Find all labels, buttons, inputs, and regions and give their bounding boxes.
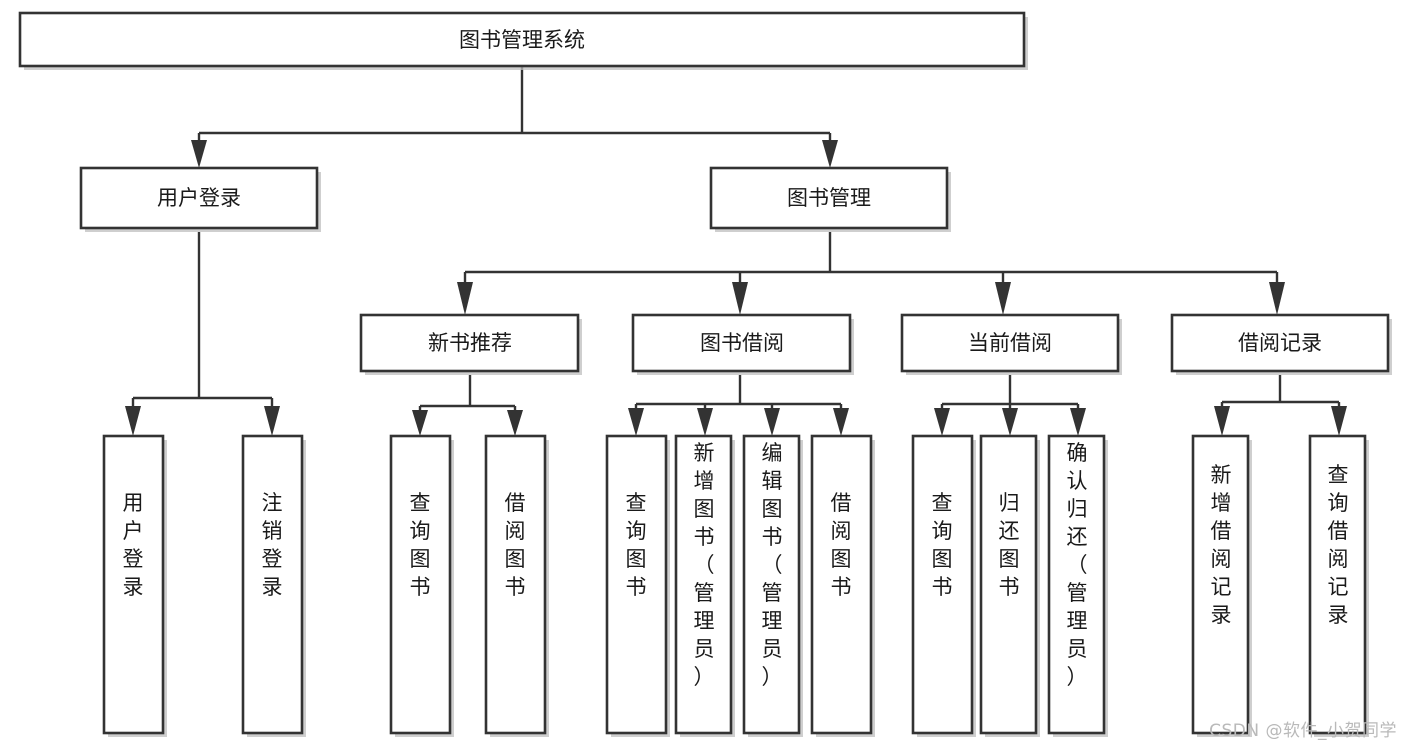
node-leaf-borrow-book-2[interactable]: 借阅图书: [810, 434, 875, 737]
leaf-borrow-book-1-label: 借阅图书: [505, 491, 526, 599]
new-book-rec-box: [359, 313, 580, 373]
current-borrow-box: [900, 313, 1120, 373]
arrow-leaf-edit-book: [764, 408, 780, 436]
node-leaf-edit-book[interactable]: 编辑图书（管理员）: [742, 434, 803, 737]
leaf-confirm-return-label: 确认归还（管理员）: [1067, 441, 1088, 689]
node-leaf-confirm-return[interactable]: 确认归还（管理员）: [1047, 434, 1108, 737]
leaf-query-record-box: [1308, 434, 1367, 735]
node-root[interactable]: 图书管理系统: [18, 11, 1028, 70]
node-leaf-query-book-2[interactable]: 查询图书: [605, 434, 670, 737]
leaf-query-record-label: 查询借阅记录: [1328, 463, 1349, 627]
leaf-add-book-label: 新增图书（管理员）: [694, 441, 715, 689]
edge-layer: [125, 66, 1347, 436]
node-book-manage[interactable]: 图书管理: [709, 166, 951, 232]
new-book-rec-label: 新书推荐: [428, 331, 512, 355]
arrow-leaf-query-record: [1331, 406, 1347, 436]
node-layer: 图书管理系统 用户登录 图书管理 新书推荐: [18, 11, 1392, 737]
leaf-query-book-3-box: [911, 434, 974, 735]
csdn-watermark: CSDN @软件_小贺同学: [1209, 721, 1397, 741]
leaf-query-book-2-box: [605, 434, 668, 735]
leaf-edit-book-box: [742, 434, 801, 735]
root-box: [18, 11, 1026, 68]
arrow-leaf-return-book: [1002, 408, 1018, 436]
node-leaf-add-book[interactable]: 新增图书（管理员）: [674, 434, 735, 737]
leaf-return-book-label: 归还图书: [999, 491, 1020, 599]
book-manage-label: 图书管理: [787, 186, 871, 210]
arrow-to-new-book-rec: [457, 282, 473, 315]
leaf-add-record-box: [1191, 434, 1250, 735]
leaf-return-book-box: [979, 434, 1038, 735]
node-leaf-query-book-1[interactable]: 查询图书: [389, 434, 454, 737]
leaf-confirm-return-box: [1047, 434, 1106, 735]
leaf-logout-label: 注销登录: [262, 491, 283, 599]
arrow-leaf-add-record: [1214, 406, 1230, 436]
arrow-leaf-confirm-return: [1070, 408, 1086, 436]
arrow-leaf-borrow-book-2: [833, 408, 849, 436]
node-book-borrow[interactable]: 图书借阅: [631, 313, 854, 375]
node-current-borrow[interactable]: 当前借阅: [900, 313, 1122, 375]
arrow-leaf-add-book: [697, 408, 713, 436]
arrow-leaf-query-book-2: [628, 408, 644, 436]
node-leaf-add-record[interactable]: 新增借阅记录: [1191, 434, 1252, 737]
current-borrow-label: 当前借阅: [968, 331, 1052, 355]
arrow-to-book-borrow: [732, 282, 748, 315]
arrow-leaf-query-book-1: [412, 410, 428, 436]
borrow-record-box: [1170, 313, 1390, 373]
node-leaf-return-book[interactable]: 归还图书: [979, 434, 1040, 737]
leaf-edit-book-label: 编辑图书（管理员）: [762, 441, 783, 689]
leaf-borrow-book-2-label: 借阅图书: [831, 491, 852, 599]
leaf-borrow-book-2-box: [810, 434, 873, 735]
user-login-box: [79, 166, 319, 230]
leaf-query-book-1-label: 查询图书: [410, 491, 431, 599]
book-manage-box: [709, 166, 949, 230]
node-leaf-borrow-book-1[interactable]: 借阅图书: [484, 434, 549, 737]
book-borrow-box: [631, 313, 852, 373]
node-leaf-query-record[interactable]: 查询借阅记录: [1308, 434, 1369, 737]
node-leaf-logout[interactable]: 注销登录: [241, 434, 306, 737]
book-borrow-label: 图书借阅: [700, 331, 784, 355]
node-new-book-rec[interactable]: 新书推荐: [359, 313, 582, 375]
arrow-leaf-borrow-book-1: [507, 410, 523, 436]
node-user-login[interactable]: 用户登录: [79, 166, 321, 232]
arrow-to-book-manage: [822, 140, 838, 168]
node-leaf-query-book-3[interactable]: 查询图书: [911, 434, 976, 737]
arrow-leaf-query-book-3: [934, 408, 950, 436]
node-borrow-record[interactable]: 借阅记录: [1170, 313, 1392, 375]
arrow-to-current-borrow: [995, 282, 1011, 315]
leaf-query-book-1-box: [389, 434, 452, 735]
leaf-query-book-2-label: 查询图书: [626, 491, 647, 599]
leaf-logout-box: [241, 434, 304, 735]
arrow-to-borrow-record: [1269, 282, 1285, 315]
leaf-user-login-box: [102, 434, 165, 735]
leaf-add-book-box: [674, 434, 733, 735]
leaf-user-login-label: 用户登录: [123, 491, 144, 599]
borrow-record-label: 借阅记录: [1238, 331, 1322, 355]
leaf-borrow-book-1-box: [484, 434, 547, 735]
leaf-add-record-label: 新增借阅记录: [1211, 463, 1232, 627]
leaf-query-book-3-label: 查询图书: [932, 491, 953, 599]
arrow-to-user-login: [191, 140, 207, 168]
user-login-label: 用户登录: [157, 186, 241, 210]
root-label: 图书管理系统: [459, 28, 585, 52]
node-leaf-user-login[interactable]: 用户登录: [102, 434, 167, 737]
arrow-leaf-logout: [264, 406, 280, 436]
arrow-leaf-user-login: [125, 406, 141, 436]
